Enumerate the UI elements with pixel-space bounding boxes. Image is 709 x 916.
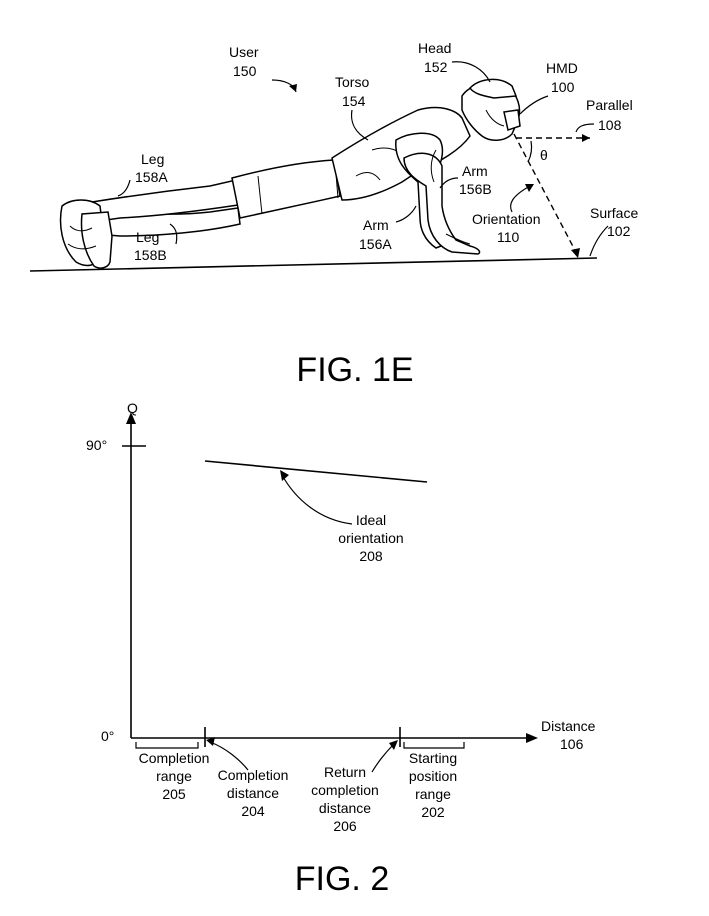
ideal-num: 208	[359, 548, 383, 564]
y-tick-0-label: 0°	[101, 728, 114, 744]
label-head: Head	[418, 40, 451, 56]
label-leg-b-num: 158B	[134, 247, 167, 263]
label-theta: θ	[540, 147, 548, 163]
completion-range-brace	[135, 742, 199, 749]
hmd-leader	[519, 95, 549, 115]
ideal-orientation-line	[204, 460, 428, 483]
starting-3: range	[415, 786, 451, 802]
label-surface: Surface	[590, 205, 638, 221]
starting-2: position	[409, 768, 457, 784]
completion-range-2: range	[156, 768, 192, 784]
x-axis-num: 106	[560, 736, 584, 752]
y-axis-arrowhead	[126, 412, 136, 424]
label-hmd-num: 100	[551, 79, 575, 95]
starting-1: Starting	[409, 750, 457, 766]
parallel-arrowhead	[582, 134, 590, 142]
return-leader	[371, 743, 395, 773]
surface-leader	[589, 225, 609, 257]
leg-b-leader	[169, 223, 178, 245]
caption-fig-1e: FIG. 1E	[296, 351, 413, 389]
orientation-line	[513, 133, 579, 257]
ideal-label-1: Ideal	[356, 512, 386, 528]
arm-b-leader	[439, 177, 459, 189]
label-hmd: HMD	[546, 60, 578, 76]
label-arm-a: Arm	[363, 217, 389, 233]
fig-1e: User 150 Head 152 HMD 100 Parallel 108 T…	[29, 40, 638, 389]
label-user-num: 150	[233, 63, 257, 79]
label-leg-a: Leg	[141, 151, 164, 167]
orientation-leader	[509, 185, 531, 213]
y-tick-90-label: 90°	[86, 437, 107, 453]
starting-range-brace	[403, 742, 465, 749]
label-orientation: Orientation	[472, 211, 540, 227]
label-surface-num: 102	[607, 223, 631, 239]
ideal-leader	[281, 474, 353, 525]
return-3: distance	[319, 800, 371, 816]
label-leg-b: Leg	[136, 229, 159, 245]
arm-a-leader	[395, 205, 417, 223]
completion-range-num: 205	[162, 786, 186, 802]
orientation-arrowhead	[571, 248, 580, 258]
label-arm-a-num: 156A	[359, 236, 392, 252]
completion-range-1: Completion	[139, 750, 210, 766]
return-1: Return	[324, 764, 366, 780]
return-2: completion	[311, 782, 379, 798]
return-num: 206	[333, 818, 357, 834]
caption-fig-2: FIG. 2	[295, 860, 389, 898]
completion-distance-1: Completion	[218, 767, 289, 783]
parallel-leader	[575, 123, 595, 133]
x-axis-label: Distance	[541, 718, 596, 734]
user-figure	[59, 78, 521, 269]
surface-line	[29, 257, 598, 272]
ideal-label-2: orientation	[338, 530, 403, 546]
y-axis-label: Q	[127, 400, 138, 416]
completion-distance-2: distance	[227, 785, 279, 801]
label-user: User	[229, 44, 259, 60]
completion-distance-num: 204	[241, 803, 265, 819]
label-parallel: Parallel	[586, 97, 633, 113]
label-arm-b: Arm	[462, 163, 488, 179]
head-leader	[451, 61, 491, 83]
label-arm-b-num: 156B	[459, 181, 492, 197]
label-head-num: 152	[424, 59, 448, 75]
theta-arc	[527, 140, 533, 163]
starting-num: 202	[421, 804, 445, 820]
fig-2: Q 90° 0° Distance 106 Ideal orientation …	[86, 400, 596, 898]
label-orientation-num: 110	[497, 229, 520, 245]
label-parallel-num: 108	[598, 117, 622, 133]
x-axis-arrowhead	[526, 733, 538, 743]
torso-leader	[350, 109, 369, 141]
leg-a-leader	[117, 179, 131, 197]
label-torso-num: 154	[342, 93, 366, 109]
completion-distance-leader	[209, 741, 249, 771]
label-leg-a-num: 158A	[135, 169, 168, 185]
label-torso: Torso	[335, 74, 369, 90]
